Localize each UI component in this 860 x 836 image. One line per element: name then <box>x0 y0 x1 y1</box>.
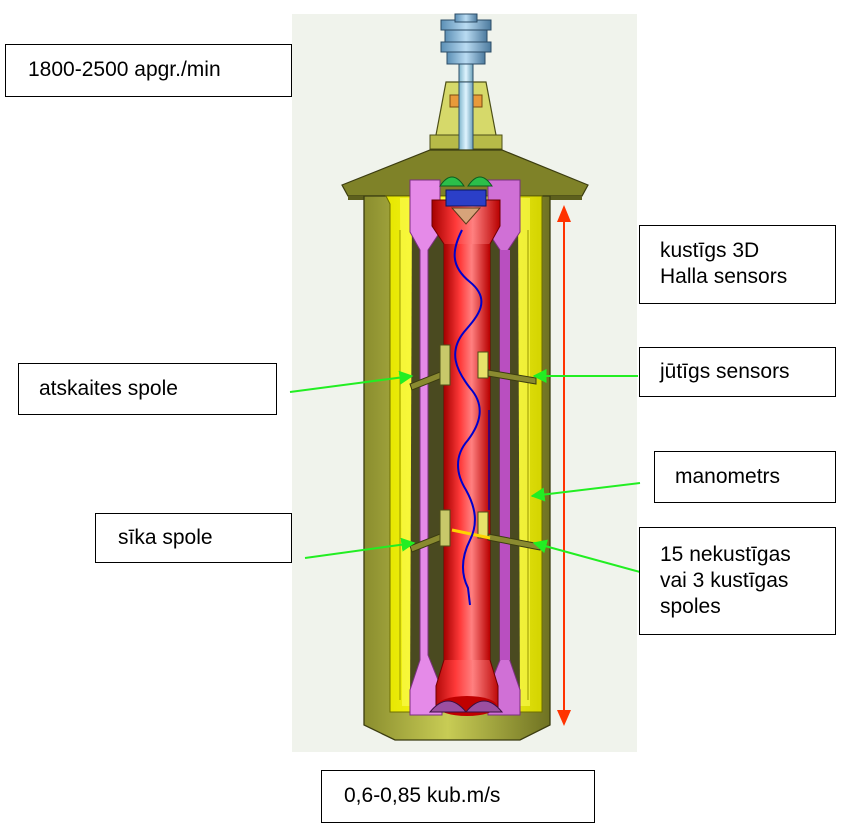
thin-coil-text: sīka spole <box>118 526 213 549</box>
coils-label: 15 nekustīgas vai 3 kustīgas spoles <box>639 527 836 635</box>
arrow-reference-coil <box>289 370 414 393</box>
impeller <box>439 176 493 225</box>
manometer-label: manometrs <box>654 451 836 503</box>
sensitive-sensor-text: jūtīgs sensors <box>660 360 790 383</box>
red-tube <box>431 199 501 716</box>
arrow-thin-coil <box>304 537 416 559</box>
thin-coil-label: sīka spole <box>95 513 292 563</box>
motor-drive <box>440 13 492 85</box>
speed-text: 1800-2500 apgr./min <box>28 58 221 81</box>
flow-label: 0,6-0,85 kub.m/s <box>321 770 595 823</box>
coils-line-1: 15 nekustīgas <box>660 543 791 566</box>
coils-line-3: spoles <box>660 595 721 618</box>
flow-text: 0,6-0,85 kub.m/s <box>344 784 501 807</box>
hall-sensor-line-1: kustīgs 3D <box>660 239 760 262</box>
sensor-probes <box>409 344 541 553</box>
flow-path <box>453 229 483 606</box>
travel-range-arrow <box>557 205 571 726</box>
bottom-outlet <box>428 700 504 713</box>
sensitive-sensor-label: jūtīgs sensors <box>639 347 836 397</box>
hall-sensor-label: kustīgs 3D Halla sensors <box>639 225 836 304</box>
reference-coil-text: atskaites spole <box>39 377 178 400</box>
coils-line-2: vai 3 kustīgas <box>660 569 789 592</box>
arrow-coils <box>532 539 641 573</box>
arrow-manometer <box>530 482 641 502</box>
hall-sensor-line-2: Halla sensors <box>660 265 788 288</box>
speed-label: 1800-2500 apgr./min <box>5 44 292 97</box>
manometer-text: manometrs <box>675 465 781 488</box>
reference-coil-label: atskaites spole <box>18 363 277 415</box>
